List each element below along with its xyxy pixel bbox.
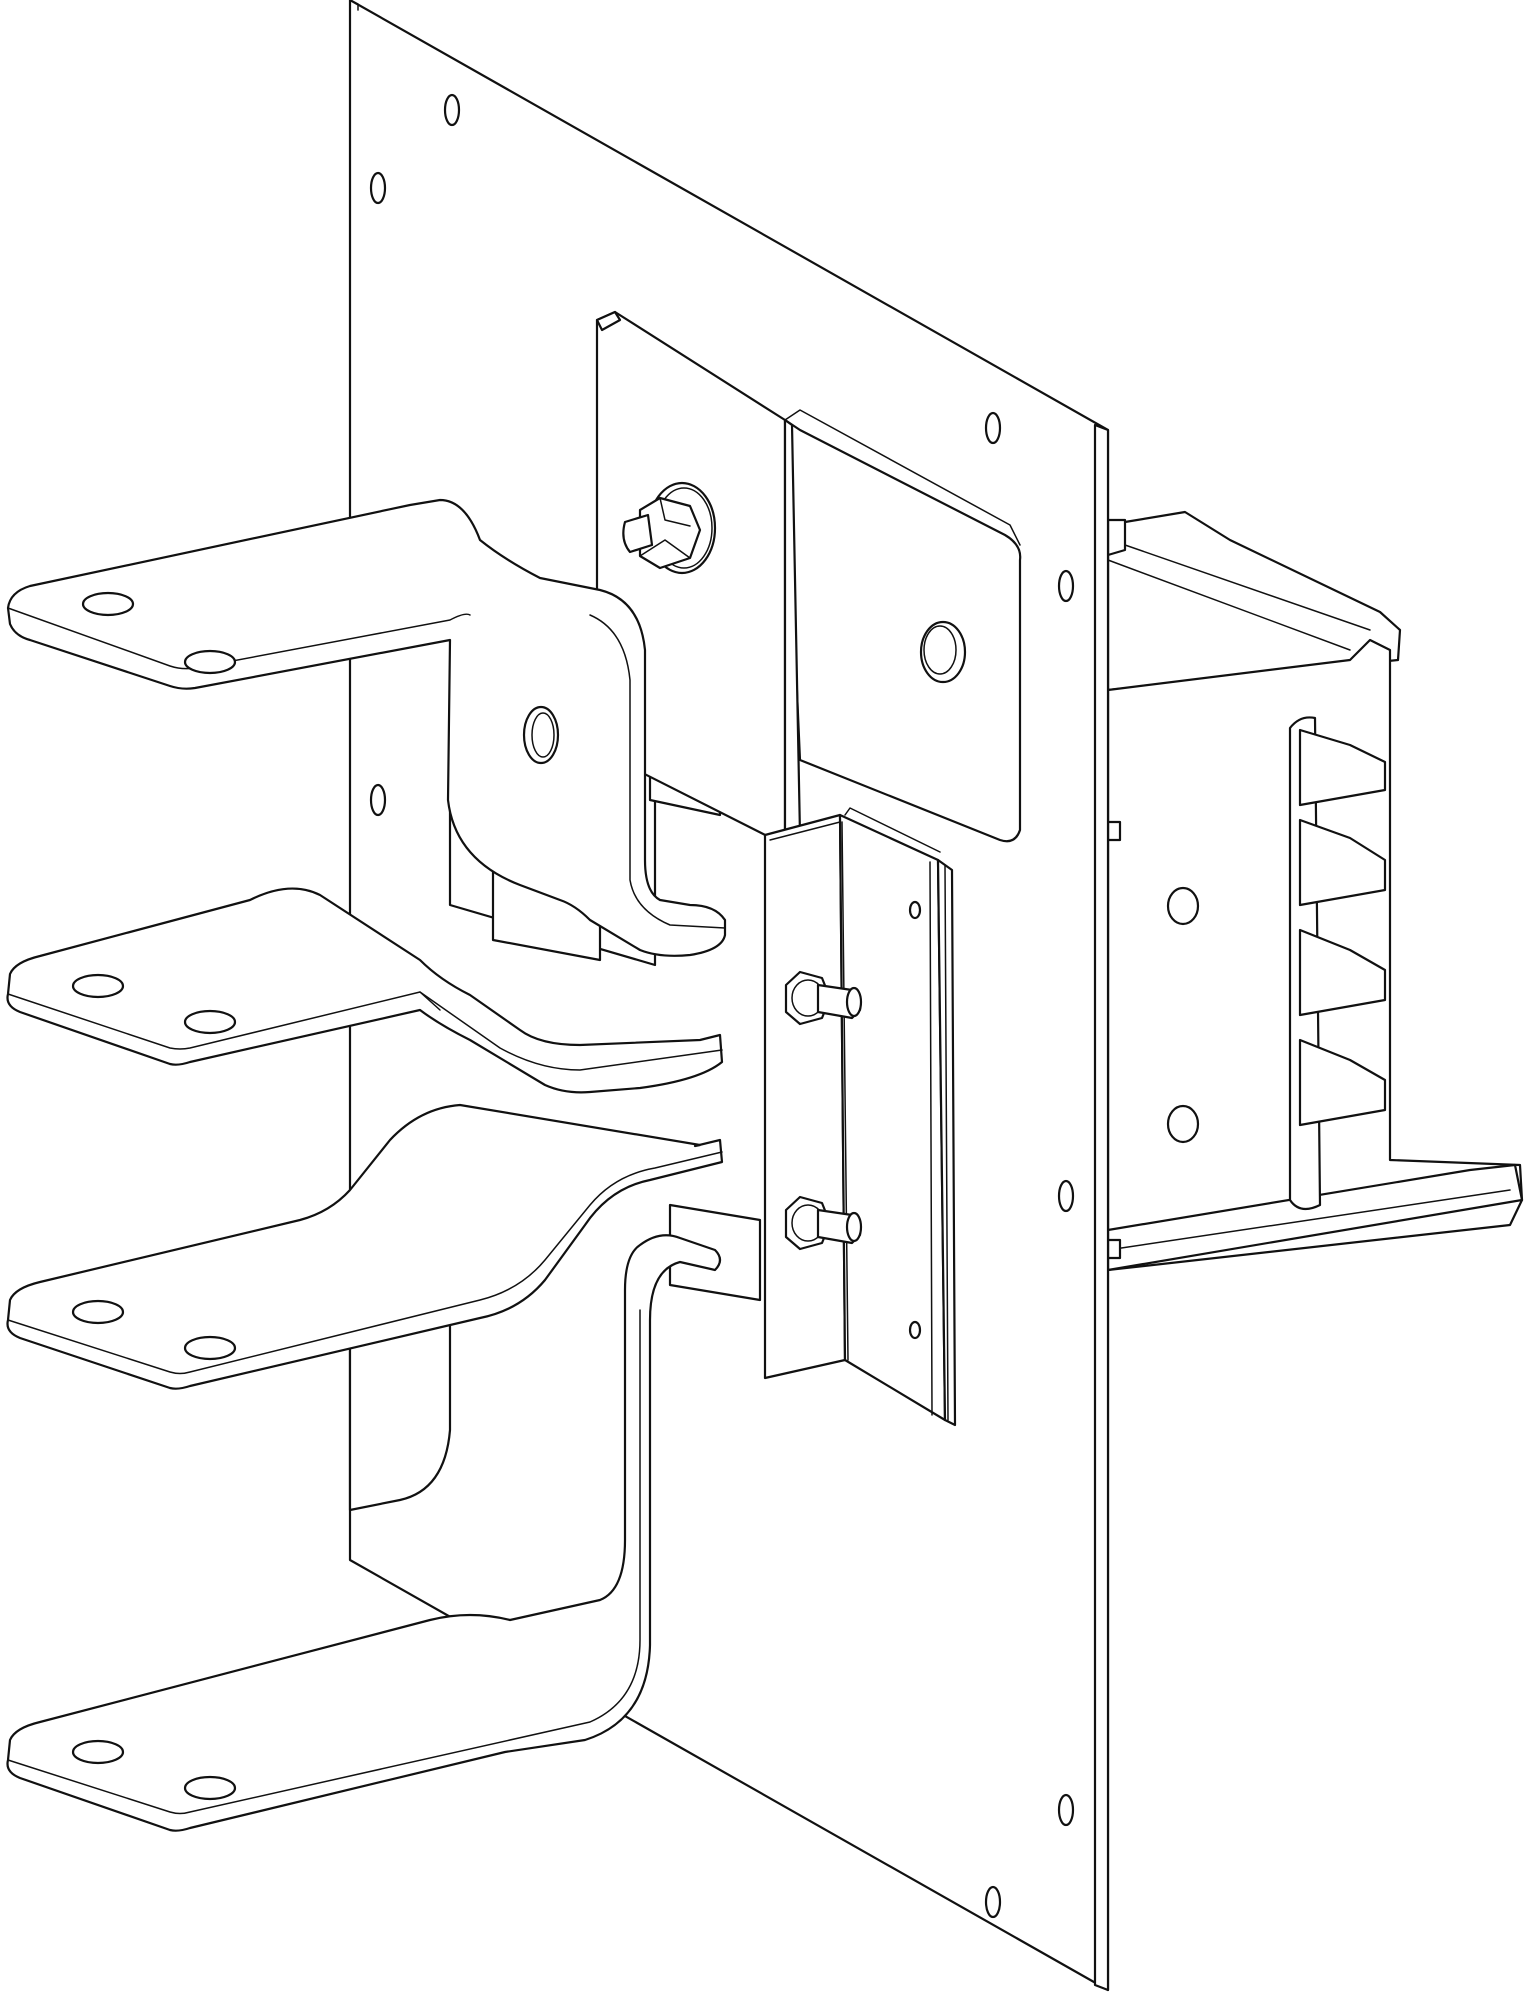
- busbar-3: [6, 1103, 724, 1390]
- busbar-2: [6, 887, 724, 1094]
- busbar-1: [6, 498, 727, 957]
- busbar-4-hole-2: [183, 1775, 237, 1801]
- busbar-3-body: [6, 1103, 724, 1390]
- bracket-screw-hole-top: [908, 900, 922, 920]
- busbar-2-hole-2: [183, 1009, 237, 1035]
- stud-upper: [784, 970, 863, 1026]
- busbar-1-hole-vertical: [522, 705, 560, 765]
- housing-hole-upper: [1166, 886, 1200, 926]
- bracket-front-face: [763, 813, 847, 1380]
- bracket-screw-hole-bottom: [908, 1320, 922, 1340]
- insulator-bracket: [763, 807, 957, 1427]
- housing-hole-lower: [1166, 1104, 1200, 1144]
- busbar-4-hole-1: [71, 1739, 125, 1765]
- conductor-fin-2: [1298, 818, 1387, 907]
- busbar-2-body: [6, 887, 724, 1094]
- busbar-strap: [348, 1298, 452, 1512]
- busbar-1-hole-1: [81, 591, 135, 617]
- plate-hole-2: [369, 171, 387, 205]
- busbar-2-hole-1: [71, 973, 125, 999]
- plate-hole-1: [443, 93, 461, 127]
- plate-edge: [1093, 423, 1110, 1992]
- plate-hole-8: [1057, 1793, 1075, 1827]
- conductor-fin-4: [1298, 1038, 1387, 1127]
- busbar-1-body: [6, 498, 727, 957]
- plate-hole-6: [1057, 1179, 1075, 1213]
- plate-hole-3: [984, 411, 1002, 445]
- bracket-right-face: [838, 813, 947, 1422]
- plate-hole-4: [1057, 569, 1075, 603]
- plate-hole-9: [984, 1885, 1002, 1919]
- busbar-3-hole-1: [71, 1299, 125, 1325]
- busbar-1-hole-2: [183, 649, 237, 675]
- busbar-3-hole-2: [183, 1335, 237, 1361]
- plate-hole-5: [369, 783, 387, 817]
- conductor-fin-1: [1298, 728, 1387, 807]
- stud-lower: [784, 1195, 863, 1251]
- clamp-bolt: [622, 481, 717, 575]
- clamp-plate-right: [783, 418, 1022, 843]
- bolt-thread: [622, 513, 654, 554]
- busbar-4: [6, 1234, 722, 1832]
- busbar-housing: [1106, 510, 1524, 1272]
- conductor-fin-3: [1298, 928, 1387, 1017]
- hex-nut: [638, 496, 702, 570]
- busbar-4-body: [6, 1234, 722, 1832]
